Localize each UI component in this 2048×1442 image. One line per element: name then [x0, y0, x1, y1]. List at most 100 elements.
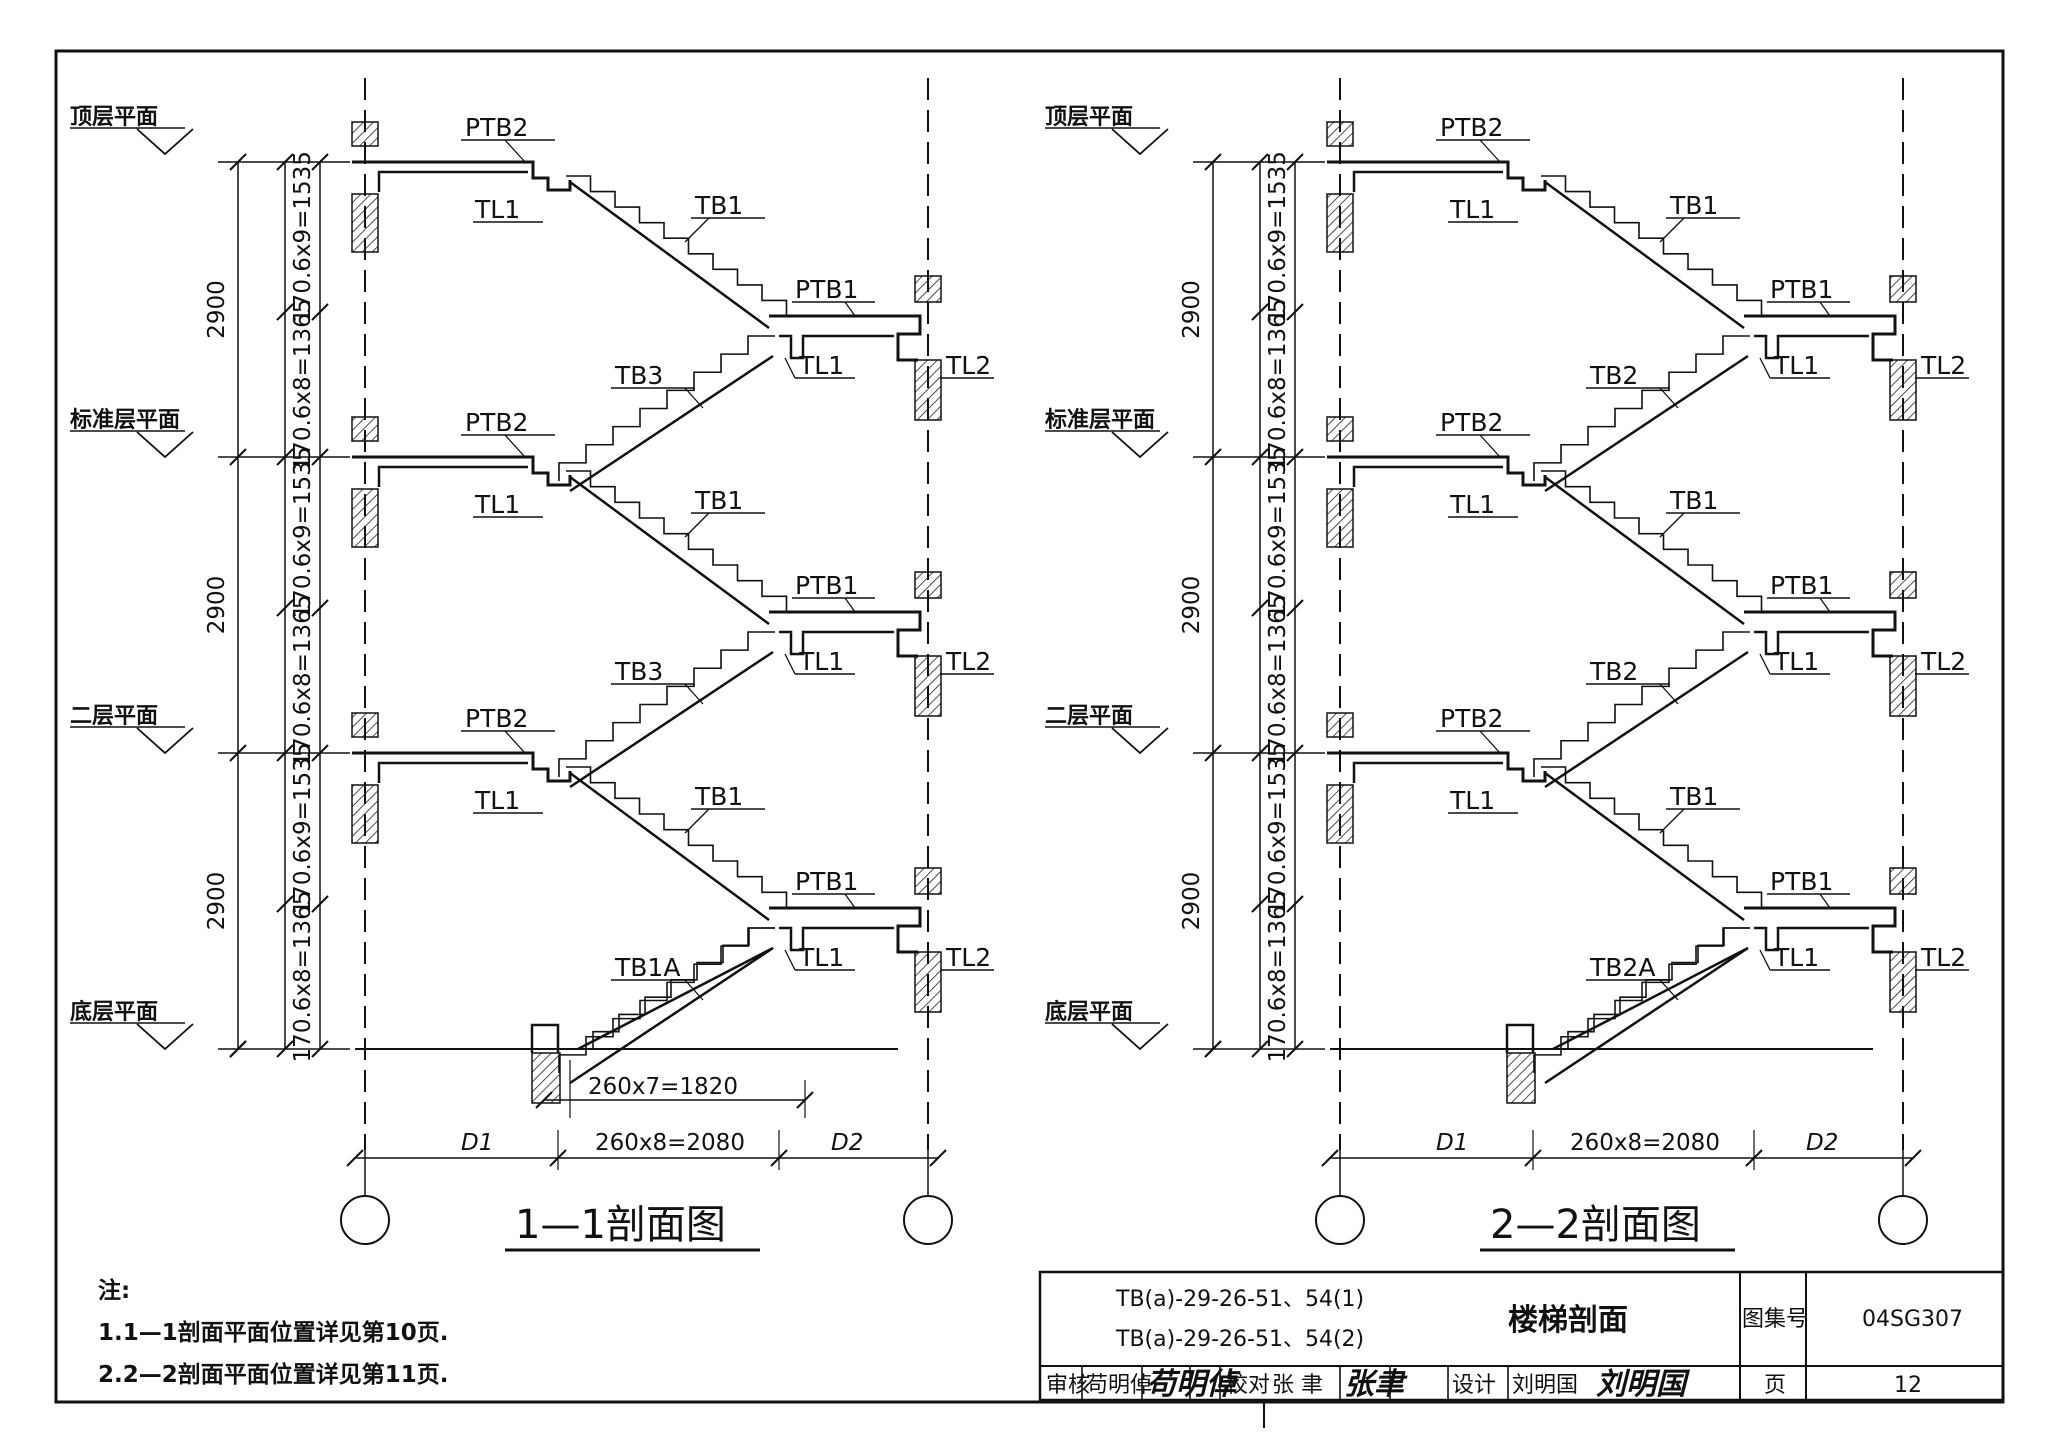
beam-label: TL1 — [798, 943, 844, 972]
lower-flight-soffit — [569, 946, 774, 1085]
label-leader — [684, 217, 710, 243]
floor-landing-slab — [352, 751, 572, 783]
upper-flight-soffit — [569, 475, 770, 626]
label-leader — [1759, 357, 1771, 379]
floor-landing-slab — [352, 160, 572, 192]
check-label: 校对 — [1226, 1373, 1270, 1398]
title-block: TB(a)-29-26-51、54(1) TB(a)-29-26-51、54(2)… — [1038, 1270, 2005, 1428]
section-title: 2—2剖面图 — [1490, 1202, 1701, 1248]
upper-flight-soffit — [569, 771, 770, 922]
dimension-tick — [929, 1149, 947, 1167]
label-leader — [684, 512, 710, 538]
mid-landing-underside — [779, 630, 894, 656]
label-leader — [684, 683, 704, 705]
lower-flight-dim: 170.6x8=1365 — [290, 891, 316, 1063]
label-leader — [1819, 597, 1831, 613]
dimension-tick — [1904, 1149, 1922, 1167]
upper-flight-label: TB1 — [694, 782, 743, 811]
sheet-border — [54, 49, 2005, 1404]
drawing-name: 楼梯剖面 — [1508, 1303, 1628, 1338]
floor-landing-underside — [377, 465, 528, 487]
title-block-frame — [1038, 1270, 2005, 1402]
designer-name: 刘明国 — [1512, 1373, 1578, 1398]
design-label: 设计 — [1452, 1373, 1496, 1398]
wall-hatch-upper — [1326, 712, 1354, 738]
dimension-tick — [535, 1091, 553, 1109]
floor-height-dim: 2900 — [1179, 872, 1205, 931]
lower-flight-label: TB1A — [614, 953, 680, 982]
lower-flight-dim: 170.6x8=1365 — [1265, 891, 1291, 1063]
wall-hatch-upper — [351, 416, 379, 442]
wall-beam-label: TL2 — [945, 647, 991, 676]
label-leader — [1479, 139, 1501, 163]
beam-label: TL1 — [474, 786, 520, 815]
wall-hatch-lower — [351, 488, 379, 548]
upper-flight-steps — [566, 175, 788, 316]
wall-beam-label: TL2 — [1920, 943, 1966, 972]
wall-hatch-lower — [1326, 784, 1354, 844]
level-name: 二层平面 — [1045, 704, 1133, 729]
page-number: 12 — [1894, 1373, 1922, 1398]
floor-landing-label: PTB2 — [465, 704, 528, 733]
label-leader — [504, 139, 526, 163]
floor-landing-underside — [377, 761, 528, 783]
upper-flight-soffit — [569, 180, 770, 330]
wall-hatch-upper — [351, 712, 379, 738]
lower-flight-label: TB2 — [1589, 361, 1638, 390]
floor-landing-underside — [377, 170, 528, 192]
floor-landing-label: PTB2 — [465, 408, 528, 437]
mid-landing-label: PTB1 — [1770, 275, 1833, 304]
floor-landing-slab — [352, 455, 572, 487]
mid-landing-label: PTB1 — [795, 571, 858, 600]
wall-hatch-upper — [1889, 571, 1917, 599]
code-line-2: TB(a)-29-26-51、54(2) — [1115, 1327, 1364, 1352]
label-leader — [784, 357, 796, 379]
wall-hatch-lower — [914, 655, 942, 717]
label-leader — [504, 434, 526, 458]
level-name: 顶层平面 — [1045, 105, 1133, 130]
lower-flight-label: TB3 — [614, 657, 663, 686]
upper-flight-dim: 170.6x9=1535 — [1265, 447, 1291, 619]
lower-flight-soffit — [1544, 650, 1749, 789]
designer-signature: 刘明国 — [1596, 1367, 1691, 1402]
beam-label: TL1 — [1773, 647, 1819, 676]
floor-landing-label: PTB2 — [465, 113, 528, 142]
main-run-dim: 260x8=2080 — [595, 1130, 745, 1156]
floor-landing-underside — [1352, 170, 1503, 192]
upper-flight-dim: 170.6x9=1535 — [1265, 743, 1291, 915]
wall-hatch-upper — [914, 571, 942, 599]
d2-label: D2 — [831, 1130, 863, 1156]
floor-landing-underside — [1352, 761, 1503, 783]
code-line-1: TB(a)-29-26-51、54(1) — [1115, 1287, 1364, 1312]
lower-flight-soffit — [569, 354, 774, 493]
level-triangle — [1111, 727, 1169, 755]
level-triangle — [136, 128, 194, 156]
level-name: 标准层平面 — [70, 407, 180, 433]
beam-label: TL1 — [474, 490, 520, 519]
floor-height-dim: 2900 — [204, 280, 230, 339]
axis-bubble-left — [340, 1195, 390, 1245]
upper-flight-label: TB1 — [1669, 782, 1718, 811]
mid-landing-slab — [1744, 610, 1897, 658]
level-triangle — [1111, 128, 1169, 156]
wall-hatch-lower — [351, 193, 379, 253]
mid-landing-slab — [769, 314, 922, 362]
mid-landing-underside — [1754, 630, 1869, 656]
upper-flight-steps — [566, 470, 788, 612]
wall-hatch-lower — [1889, 359, 1917, 421]
atlas-number: 04SG307 — [1862, 1307, 1963, 1332]
lower-flight-steps — [558, 631, 775, 777]
mid-landing-label: PTB1 — [795, 867, 858, 896]
d1-label: D1 — [461, 1130, 493, 1156]
atlas-label: 图集号 — [1742, 1307, 1808, 1332]
lower-flight-steps — [558, 927, 775, 1073]
level-name: 二层平面 — [70, 704, 158, 729]
upper-flight-dim: 170.6x9=1535 — [290, 151, 316, 323]
floor-landing-slab — [1327, 160, 1547, 192]
floor-landing-label: PTB2 — [1440, 704, 1503, 733]
lower-flight-label: TB2A — [1589, 953, 1655, 982]
level-triangle — [1111, 431, 1169, 459]
beam-label: TL1 — [1773, 351, 1819, 380]
beam-label: TL1 — [474, 195, 520, 224]
